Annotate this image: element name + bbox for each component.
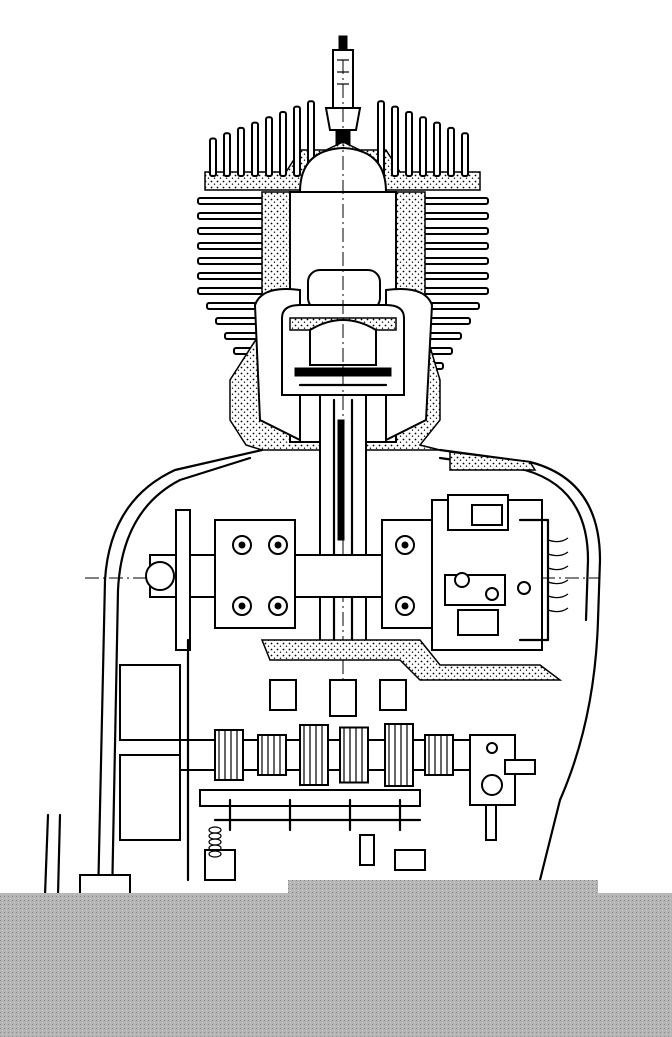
- head-fin: [391, 105, 399, 177]
- bearing-center: [238, 602, 246, 610]
- magneto-wire: [547, 607, 569, 613]
- gearbox: [127, 639, 563, 871]
- head-fin: [209, 137, 217, 177]
- gearbox-gears: [214, 679, 454, 787]
- magneto-wire: [547, 537, 569, 543]
- spring-loop: [208, 838, 222, 846]
- gear: [384, 723, 414, 787]
- magneto-wire: [547, 565, 569, 571]
- crankshaft: [145, 509, 451, 651]
- head-fin: [293, 105, 301, 177]
- head-fin: [251, 121, 259, 177]
- spring-coil: [208, 826, 222, 858]
- magneto-wires: [547, 537, 569, 613]
- head-fin: [419, 116, 427, 178]
- crankshaft-bearings: [232, 535, 415, 616]
- gear-upper: [329, 679, 357, 717]
- magneto-wire: [547, 579, 569, 585]
- gear: [299, 724, 329, 786]
- head-fin: [433, 121, 441, 177]
- head-fin: [405, 110, 413, 177]
- gear: [214, 729, 244, 781]
- head-fin: [223, 132, 231, 177]
- bearing-center: [401, 602, 409, 610]
- bearing-center: [401, 541, 409, 549]
- halftone-band: [0, 893, 672, 1037]
- spring-loop: [208, 826, 222, 834]
- head-fin: [279, 110, 287, 177]
- head-fin: [237, 126, 245, 177]
- barrel-fins-left: [197, 197, 291, 385]
- head-fin: [447, 126, 455, 177]
- halftone-step: [288, 880, 598, 894]
- spring-loop: [208, 850, 222, 858]
- clutch-housing: [119, 638, 236, 882]
- magneto-wire: [547, 593, 569, 599]
- bearing-center: [274, 541, 282, 549]
- magneto: [431, 494, 569, 651]
- gear: [339, 726, 369, 784]
- head-fin: [461, 132, 469, 177]
- base-bracket: [43, 813, 131, 897]
- gear-upper: [379, 679, 407, 711]
- gear-upper: [269, 679, 297, 711]
- bearing-center: [274, 602, 282, 610]
- spring-loop: [208, 832, 222, 840]
- head-fin: [265, 116, 273, 178]
- gear: [424, 734, 454, 776]
- gear: [257, 734, 287, 776]
- bearing-center: [238, 541, 246, 549]
- magneto-wire: [547, 551, 569, 557]
